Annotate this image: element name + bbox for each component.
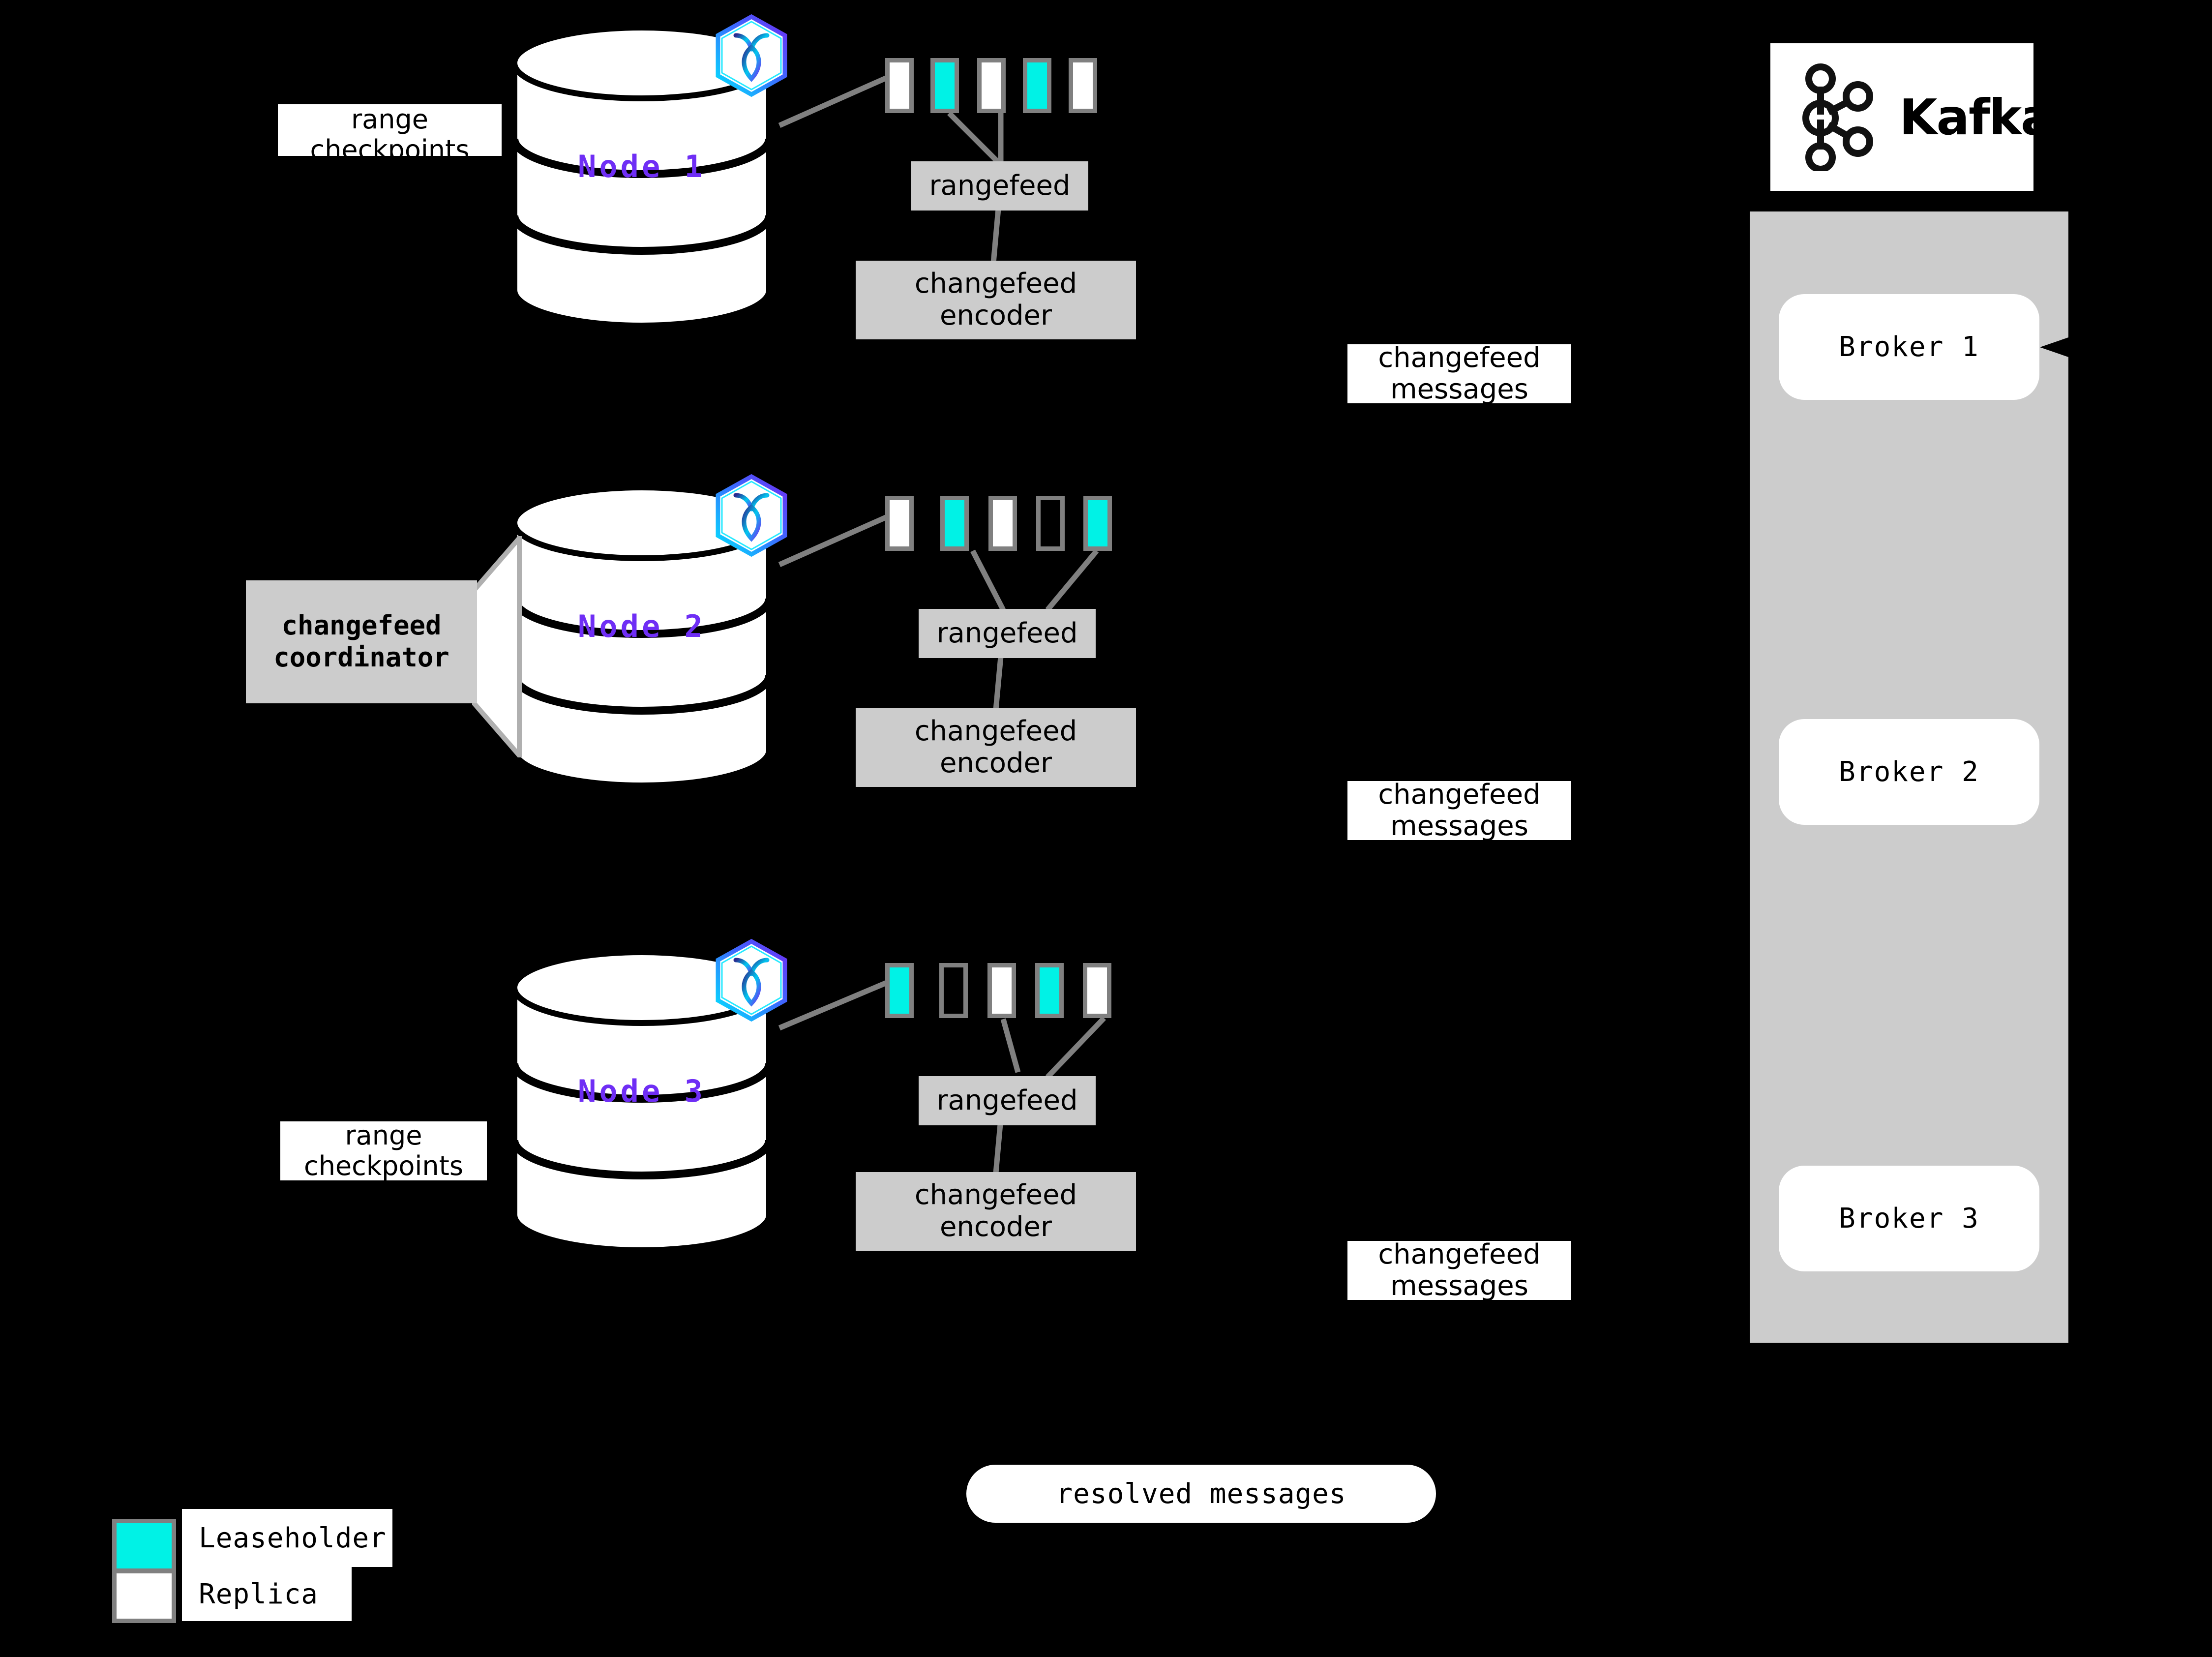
node-2-cylinder: Node 2	[510, 484, 773, 789]
range-box-empty	[939, 963, 968, 1018]
node-3-changefeed-encoder-box: changefeed encoder	[856, 1172, 1136, 1251]
node-2-label: Node 2	[578, 608, 706, 644]
node-3-range-checkpoints-label: range checkpoints	[280, 1120, 487, 1181]
changefeed-messages-label-1: changefeed messages	[1347, 342, 1571, 405]
range-box-replica	[885, 496, 914, 551]
range-box-replica	[987, 963, 1016, 1018]
legend-label-replica: Replica	[182, 1567, 352, 1621]
node-1-range-checkpoints-text: range checkpoints	[310, 104, 470, 165]
changefeed-messages-text-1: changefeed messages	[1378, 342, 1541, 405]
changefeed-coordinator-box: changefeed coordinator	[246, 580, 477, 703]
node-3-label: Node 3	[578, 1073, 706, 1109]
range-box-leaseholder	[940, 496, 969, 551]
changefeed-coordinator-arrow	[472, 531, 551, 762]
changefeed-messages-label-3: changefeed messages	[1347, 1238, 1571, 1302]
node-1-cylinder: Node 1	[510, 25, 773, 330]
resolved-messages-pill: resolved messages	[966, 1465, 1436, 1523]
range-box-leaseholder	[930, 58, 959, 113]
changefeed-messages-text-3: changefeed messages	[1378, 1238, 1541, 1302]
range-box-replica	[1083, 963, 1111, 1018]
range-box-empty	[1036, 496, 1065, 551]
cockroachdb-hexagon-icon	[712, 474, 791, 557]
range-box-leaseholder	[1083, 496, 1112, 551]
changefeed-messages-label-2: changefeed messages	[1347, 779, 1571, 842]
node-1-range-checkpoints-label: range checkpoints	[278, 104, 502, 165]
cockroachdb-hexagon-icon	[712, 938, 791, 1022]
node-3-cylinder: Node 3	[510, 949, 773, 1254]
node-3-rangefeed-box: rangefeed	[919, 1076, 1096, 1125]
range-box-replica	[1069, 58, 1097, 113]
node-2-rangefeed-box: rangefeed	[919, 609, 1096, 658]
node-3-range-checkpoints-text: range checkpoints	[304, 1120, 463, 1181]
broker-3: Broker 3	[1779, 1166, 2039, 1271]
range-box-replica	[885, 58, 914, 113]
node-1-label: Node 1	[578, 149, 706, 184]
broker-2: Broker 2	[1779, 719, 2039, 825]
range-box-replica	[988, 496, 1017, 551]
legend-swatch-replica	[112, 1569, 176, 1623]
node-2-changefeed-encoder-box: changefeed encoder	[856, 708, 1136, 787]
kafka-nodes-icon	[1790, 63, 1888, 173]
node-1-changefeed-encoder-box: changefeed encoder	[856, 261, 1136, 339]
kafka-logo: Kafka	[1770, 43, 2054, 191]
changefeed-messages-text-2: changefeed messages	[1378, 779, 1541, 842]
broker-1: Broker 1	[1779, 294, 2039, 400]
cockroachdb-hexagon-icon	[712, 14, 791, 97]
range-box-leaseholder	[1023, 58, 1051, 113]
range-box-leaseholder	[885, 963, 914, 1018]
range-box-leaseholder	[1035, 963, 1064, 1018]
kafka-wordmark: Kafka	[1899, 89, 2054, 146]
legend-label-leaseholder: Leaseholder	[182, 1509, 392, 1567]
range-box-replica	[977, 58, 1006, 113]
node-1-rangefeed-box: rangefeed	[911, 161, 1088, 211]
legend-swatch-leaseholder	[112, 1519, 176, 1573]
